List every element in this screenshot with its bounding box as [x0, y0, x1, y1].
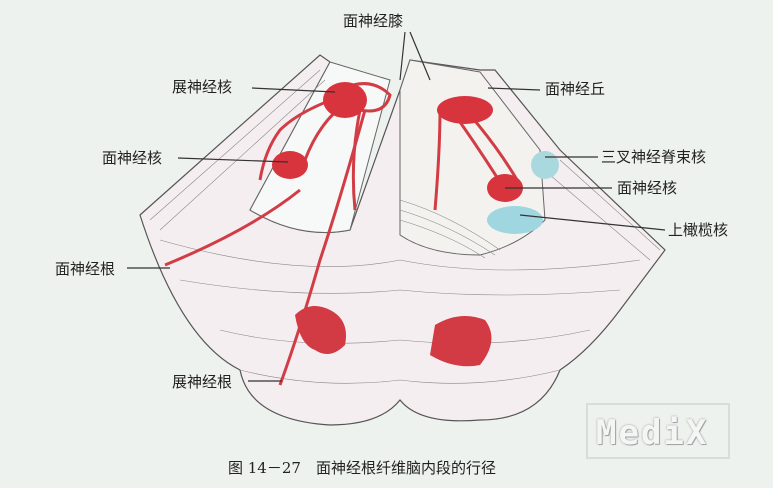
- spinal-trigeminal-nucleus-shape: [531, 151, 559, 179]
- label-abducens-root: 展神经根: [172, 373, 233, 391]
- fiber-hatching: [149, 69, 661, 384]
- watermark: MediX: [586, 403, 730, 459]
- facial-colliculus-shape: [437, 96, 493, 124]
- cross-section-nucleus-right: [430, 316, 492, 367]
- watermark-text: MediX: [596, 413, 709, 453]
- label-facial-root: 面神经根: [55, 260, 116, 278]
- cross-section-nucleus-left: [295, 306, 346, 354]
- figure-caption: 图 14－27 面神经根纤维脑内段的行径: [228, 459, 496, 477]
- label-facial-nucleus-left: 面神经核: [102, 149, 163, 167]
- label-superior-olivary-nucleus: 上橄榄核: [668, 221, 729, 239]
- superior-olivary-nucleus-shape: [487, 206, 543, 234]
- label-abducens-nucleus: 展神经核: [172, 78, 233, 96]
- leader-lines: [127, 31, 666, 382]
- abducens-nucleus-shape: [323, 82, 367, 118]
- label-spinal-trigeminal-nucleus: 三叉神经脊束核: [601, 148, 707, 166]
- label-facial-nucleus-right: 面神经核: [617, 179, 678, 197]
- label-facial-colliculus: 面神经丘: [545, 80, 606, 98]
- facial-nucleus-left-shape: [272, 151, 308, 179]
- label-facial-genu: 面神经膝: [343, 12, 404, 30]
